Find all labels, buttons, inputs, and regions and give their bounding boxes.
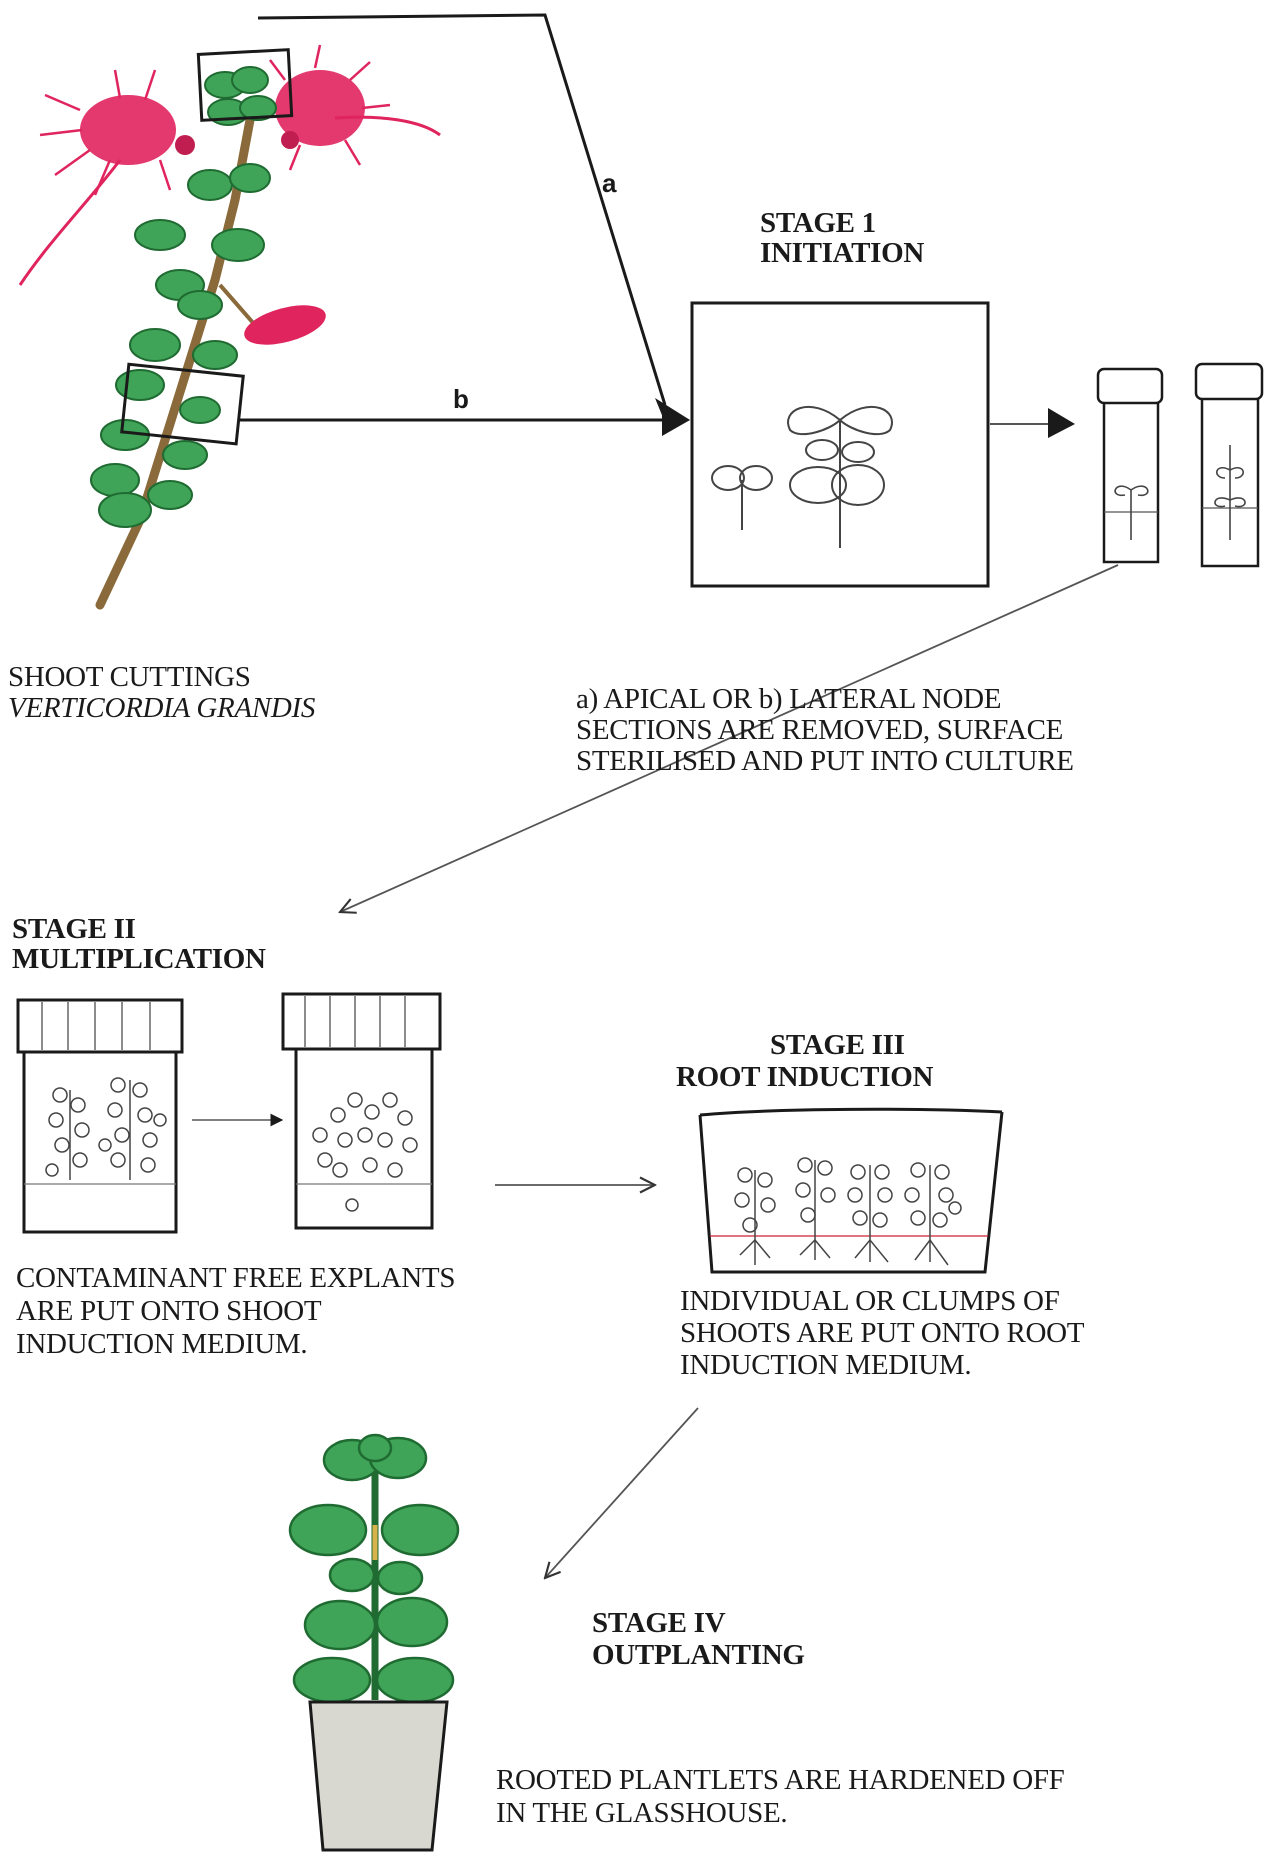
culture-tube-1	[1098, 369, 1162, 562]
multiplication-jar-1	[18, 1000, 182, 1232]
stage2-title-1: STAGE II	[12, 914, 136, 945]
stage4-title-1: STAGE IV	[592, 1608, 725, 1639]
stage2-title-2: MULTIPLICATION	[12, 944, 266, 975]
stage4-desc-1: ROOTED PLANTLETS ARE HARDENED OFF	[496, 1764, 1065, 1796]
flower-bud	[240, 298, 330, 353]
stage4-desc-2: IN THE GLASSHOUSE.	[496, 1797, 787, 1829]
flower-left	[20, 70, 195, 285]
arrow-b-label: b	[453, 384, 469, 415]
stage2-desc-2: ARE PUT ONTO SHOOT	[16, 1295, 321, 1327]
stage3-desc-3: INDUCTION MEDIUM.	[680, 1349, 971, 1381]
stage1-title-1: STAGE 1	[760, 208, 876, 239]
root-induction-container	[700, 1109, 1002, 1272]
stage1-title-2: INITIATION	[760, 238, 924, 269]
stage1-desc-1: a) APICAL OR b) LATERAL NODE	[576, 683, 1001, 715]
potted-plantlet	[290, 1435, 458, 1850]
arrow-to-tubes	[990, 408, 1075, 438]
stage2-desc-1: CONTAMINANT FREE EXPLANTS	[16, 1262, 455, 1294]
stage4-title-2: OUTPLANTING	[592, 1640, 805, 1671]
arrow-a-label: a	[602, 168, 616, 199]
source-line-2: VERTICORDIA GRANDIS	[8, 692, 315, 724]
culture-tube-2	[1196, 364, 1262, 566]
stage1-desc-2: SECTIONS ARE REMOVED, SURFACE	[576, 714, 1063, 746]
stage3-title-2: ROOT INDUCTION	[676, 1062, 933, 1093]
stage1-desc-3: STERILISED AND PUT INTO CULTURE	[576, 745, 1074, 777]
stage3-title-1: STAGE III	[770, 1030, 905, 1061]
stage2-desc-3: INDUCTION MEDIUM.	[16, 1328, 307, 1360]
verticordia-plant-illustration	[20, 45, 440, 605]
flower-right	[270, 45, 440, 170]
stage3-desc-1: INDIVIDUAL OR CLUMPS OF	[680, 1285, 1060, 1317]
stage3-desc-2: SHOOTS ARE PUT ONTO ROOT	[680, 1317, 1084, 1349]
arrow-to-stage4	[545, 1408, 698, 1578]
source-line-1: SHOOT CUTTINGS	[8, 661, 251, 693]
multiplication-jar-2	[283, 994, 440, 1228]
stage1-culture-box	[692, 303, 988, 586]
